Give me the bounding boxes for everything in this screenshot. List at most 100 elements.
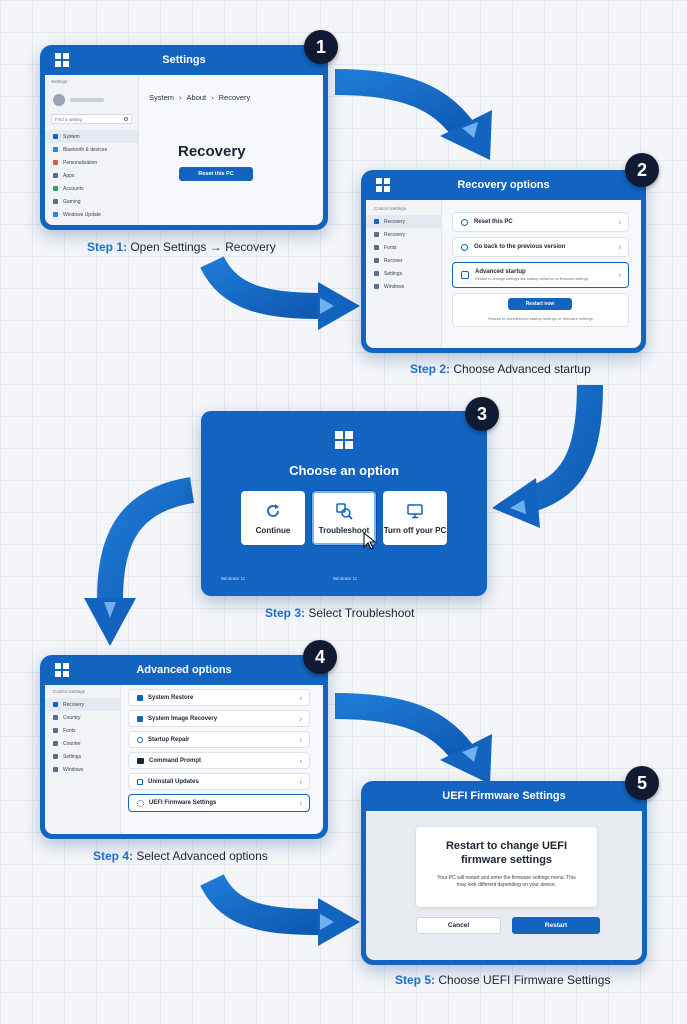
advanced-startup-icon <box>461 271 469 279</box>
sidebar-item-personalization[interactable]: Personalization <box>45 156 138 169</box>
step-badge-2: 2 <box>625 153 659 187</box>
settings-sidebar: Settings Find a setting System Bluetooth… <box>45 75 139 225</box>
system-restore-row[interactable]: System Restore› <box>128 689 310 706</box>
sidebar-item-gaming[interactable]: Gaming <box>45 195 138 208</box>
uefi-heading: Restart to change UEFI firmware settings <box>445 840 568 866</box>
sidebar-item-counter[interactable]: Counter <box>45 737 120 750</box>
step-badge-1: 1 <box>304 30 338 64</box>
sidebar-item-system[interactable]: System <box>45 130 138 143</box>
sidebar-item-fonts[interactable]: Fonts <box>366 241 441 254</box>
page-title: Recovery <box>178 143 246 160</box>
windows-logo-icon <box>335 431 353 449</box>
sidebar-item-settings[interactable]: Settings <box>366 267 441 280</box>
continue-icon <box>267 503 279 517</box>
cancel-button[interactable]: Cancel <box>416 917 501 934</box>
recovery-sidebar: Control Settings Recovery Recovery Fonts… <box>366 200 442 348</box>
repair-icon <box>137 736 143 743</box>
chevron-right-icon: › <box>299 735 302 744</box>
arrow-caption1-to-step2 <box>200 255 360 330</box>
advanced-startup-row[interactable]: Advanced startup Restart to change setti… <box>452 262 629 288</box>
troubleshoot-icon <box>336 502 353 520</box>
gaming-icon <box>53 199 58 204</box>
sidebar-item-windows[interactable]: Windows <box>45 763 120 776</box>
advanced-title: Advanced options <box>136 664 232 676</box>
choose-option-screen: Choose an option Continue Troubleshoot T… <box>201 411 487 596</box>
continue-option[interactable]: Continue <box>241 491 305 545</box>
settings-body: Settings Find a setting System Bluetooth… <box>45 75 323 225</box>
search-input[interactable]: Find a setting <box>51 114 132 124</box>
sidebar-item-recovery[interactable]: Recovery <box>366 215 441 228</box>
apps-icon <box>53 173 58 178</box>
uefi-window: UEFI Firmware Settings Restart to change… <box>361 781 647 965</box>
mouse-cursor-icon <box>363 532 377 550</box>
sidebar-item-accounts[interactable]: Accounts <box>45 182 138 195</box>
arrow-step1-to-step2 <box>334 69 492 160</box>
image-icon <box>137 715 143 722</box>
sidebar-item-settings[interactable]: Settings <box>45 750 120 763</box>
sidebar-item-fonts[interactable]: Fonts <box>45 724 120 737</box>
settings-window: Settings Settings Find a setting System … <box>40 45 328 230</box>
chevron-right-icon: › <box>618 270 621 280</box>
turn-off-option[interactable]: Turn off your PC <box>383 491 447 545</box>
reset-pc-row[interactable]: Reset this PC› <box>452 212 629 232</box>
system-icon <box>53 134 58 139</box>
footer-left: Windows 11 <box>221 576 246 581</box>
restart-button[interactable]: Restart <box>512 917 600 934</box>
search-icon <box>124 117 128 121</box>
windows-logo-icon <box>376 178 390 192</box>
sidebar-item-bluetooth[interactable]: Bluetooth & devices <box>45 143 138 156</box>
sidebar-item-recovery-2[interactable]: Recovery <box>366 228 441 241</box>
uefi-title: UEFI Firmware Settings <box>442 790 566 802</box>
settings-titlebar: Settings <box>45 45 323 75</box>
avatar <box>53 94 65 106</box>
arrow-step2-to-step3 <box>492 384 603 528</box>
recovery-titlebar: Recovery options <box>366 170 641 200</box>
update-icon <box>53 212 58 217</box>
sidebar-item-country[interactable]: Country <box>45 711 120 724</box>
command-prompt-row[interactable]: Command Prompt› <box>128 752 310 769</box>
gear-icon <box>137 799 144 807</box>
breadcrumb: System›About›Recovery <box>149 93 251 102</box>
sidebar-item-apps[interactable]: Apps <box>45 169 138 182</box>
system-image-recovery-row[interactable]: System Image Recovery› <box>128 710 310 727</box>
step-caption-3: Step 3: Select Troubleshoot <box>265 606 415 620</box>
chevron-right-icon: › <box>299 798 302 808</box>
footer-mid: Windows 11 <box>333 576 358 581</box>
restart-note: Restart to troubleshoot startup settings… <box>488 316 593 321</box>
restart-now-button[interactable]: Restart now <box>508 298 572 310</box>
arrow-step4-to-step5 <box>334 693 492 784</box>
chevron-right-icon: › <box>618 242 621 252</box>
chevron-right-icon: › <box>618 217 621 227</box>
chevron-right-icon: › <box>299 777 302 786</box>
step-badge-3: 3 <box>465 397 499 431</box>
restart-panel: Restart now Restart to troubleshoot star… <box>452 293 629 327</box>
brush-icon <box>53 160 58 165</box>
chevron-right-icon: › <box>299 693 302 702</box>
advanced-options-window: Advanced options Control Settings Recove… <box>40 655 328 839</box>
troubleshoot-option[interactable]: Troubleshoot <box>312 491 376 545</box>
settings-title: Settings <box>162 54 206 66</box>
uefi-firmware-row[interactable]: UEFI Firmware Settings› <box>128 794 310 812</box>
accounts-icon <box>53 186 58 191</box>
sidebar-item-windows[interactable]: Windows <box>366 280 441 293</box>
uefi-dialog: Restart to change UEFI firmware settings… <box>416 827 597 907</box>
chevron-right-icon: › <box>299 756 302 765</box>
advanced-sidebar: Control Settings Recovery Country Fonts … <box>45 685 121 834</box>
startup-repair-row[interactable]: Startup Repair› <box>128 731 310 748</box>
step-caption-1: Step 1: Open Settings → Recovery <box>87 240 276 254</box>
recovery-window: Recovery options Control Settings Recove… <box>361 170 646 353</box>
step-caption-2: Step 2: Choose Advanced startup <box>410 362 591 376</box>
reset-pc-button[interactable]: Reset this PC <box>179 167 253 181</box>
uninstall-icon <box>137 778 143 785</box>
uninstall-updates-row[interactable]: Uninstall Updates› <box>128 773 310 790</box>
sidebar-item-recover[interactable]: Recover <box>366 254 441 267</box>
arrow-caption4-to-step5 <box>200 873 360 946</box>
advanced-titlebar: Advanced options <box>45 655 323 685</box>
sidebar-item-recovery[interactable]: Recovery <box>45 698 120 711</box>
terminal-icon <box>137 757 144 764</box>
go-back-row[interactable]: Go back to the previous version› <box>452 237 629 257</box>
sidebar-item-windows-update[interactable]: Windows Update <box>45 208 138 221</box>
choose-title: Choose an option <box>289 463 399 478</box>
reset-icon <box>461 218 468 226</box>
uefi-message: Your PC will restart and enter the firmw… <box>437 875 576 888</box>
